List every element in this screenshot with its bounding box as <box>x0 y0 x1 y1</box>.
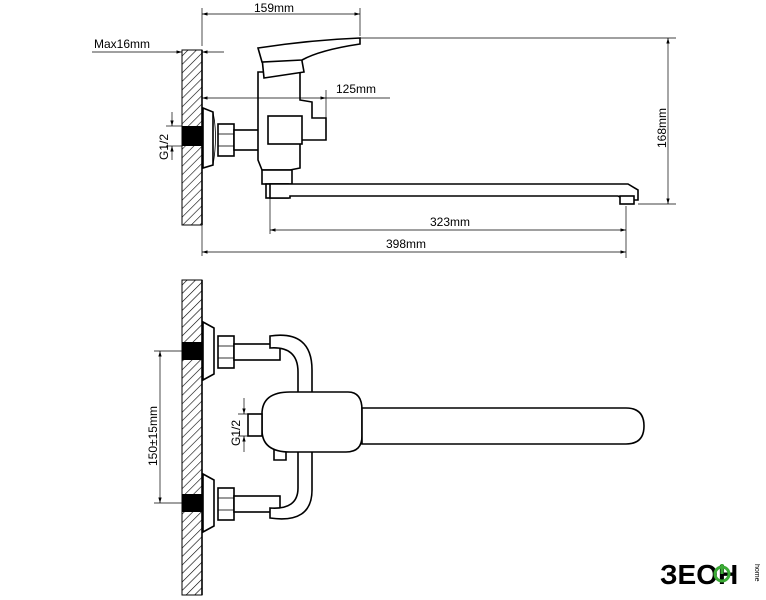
dim-323: 323mm <box>430 215 470 229</box>
escutcheon-upper <box>202 320 215 382</box>
wall-bottom <box>181 279 203 596</box>
spout-hub-plan <box>261 391 363 453</box>
escutcheon-lower <box>202 472 215 534</box>
dim-125: 125mm <box>336 82 376 96</box>
side-view: 159mm Max16mm 125mm 168mm G1/2 323mm 398… <box>92 1 676 258</box>
logo-mark: ЗЕОН home <box>660 559 760 590</box>
plan-view: G1/2 150±15mm <box>146 279 645 596</box>
brand-tagline: home <box>753 564 760 582</box>
brand-logo: ЗЕОН home <box>660 556 760 590</box>
faucet-body-plan <box>269 334 313 520</box>
escutcheon-top <box>202 106 214 170</box>
dim-159: 159mm <box>254 1 294 15</box>
dim-max16: Max16mm <box>94 37 150 51</box>
nut-top <box>217 123 235 157</box>
dim-168: 168mm <box>655 108 669 148</box>
nut-lower <box>217 487 235 521</box>
nut-upper <box>217 335 235 369</box>
spout-plan <box>361 407 645 445</box>
dim-g12-top: G1/2 <box>157 134 171 160</box>
lever-handle <box>256 37 361 63</box>
pipe-stub-top <box>182 126 204 146</box>
spout-side <box>269 183 639 201</box>
aerator <box>619 195 635 205</box>
dim-150: 150±15mm <box>146 406 160 466</box>
dim-398: 398mm <box>386 237 426 251</box>
brand-name: ЗЕОН <box>660 559 738 590</box>
dim-g12-bottom: G1/2 <box>229 420 243 446</box>
